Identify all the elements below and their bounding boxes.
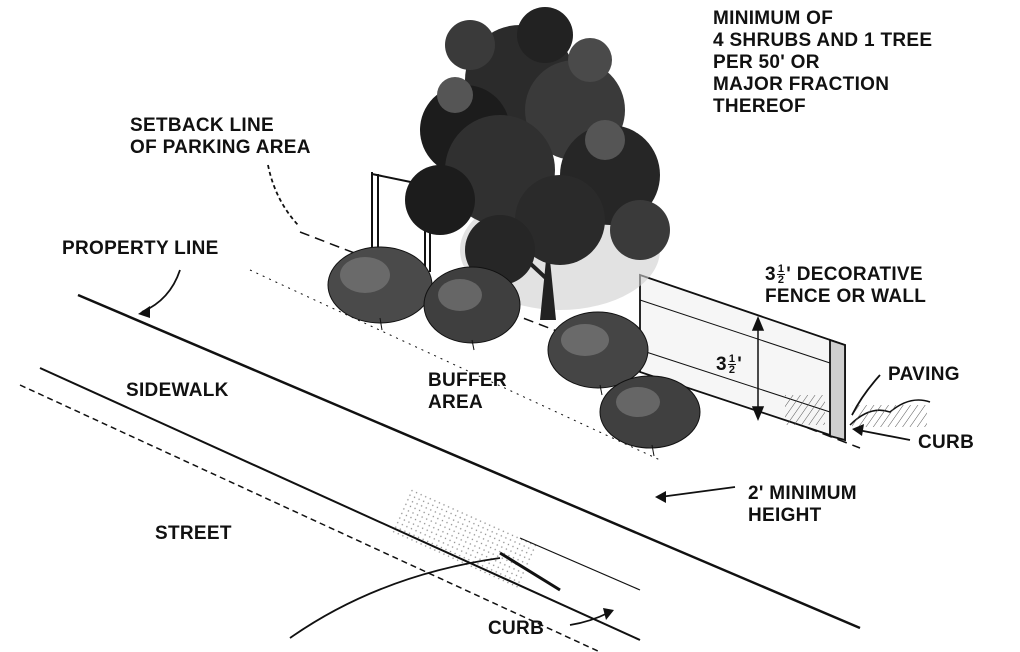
- paving-label: PAVING: [888, 364, 960, 385]
- shrubs: [327, 246, 701, 457]
- street-curb-line: [19, 384, 601, 652]
- leader-arrows: [138, 164, 911, 639]
- paving-leader: [851, 374, 881, 416]
- shrub-2: [423, 266, 521, 351]
- curb-right-leader: [857, 429, 911, 441]
- property-line-label: PROPERTY LINE: [62, 238, 219, 259]
- street-leader: [289, 557, 501, 639]
- buffer-edge: [249, 269, 661, 461]
- height-dimension: [751, 316, 765, 421]
- min-height-leader: [659, 486, 736, 498]
- min-height-label: 2' MINIMUM HEIGHT: [748, 483, 857, 526]
- shrub-1: [327, 246, 433, 331]
- sidewalk-curb-line: [39, 367, 641, 641]
- paving-texture: [849, 399, 931, 427]
- tree: [405, 7, 670, 320]
- curb-bottom-label: CURB: [488, 618, 545, 639]
- buffer-label: BUFFER AREA: [428, 370, 507, 413]
- property-leader: [141, 269, 181, 313]
- shrub-3: [547, 311, 649, 396]
- curb-right-label: CURB: [918, 432, 975, 453]
- decorative-fence: [639, 273, 846, 442]
- curb-cut: [390, 488, 540, 592]
- minimum-note: MINIMUM OF 4 SHRUBS AND 1 TREE PER 50' O…: [713, 8, 933, 117]
- setback-label: SETBACK LINE OF PARKING AREA: [130, 115, 311, 158]
- property-line: [77, 293, 861, 630]
- sidewalk-label: SIDEWALK: [126, 380, 229, 401]
- shrub-4: [599, 375, 701, 457]
- setback-leader: [267, 164, 299, 226]
- street-label: STREET: [155, 523, 232, 544]
